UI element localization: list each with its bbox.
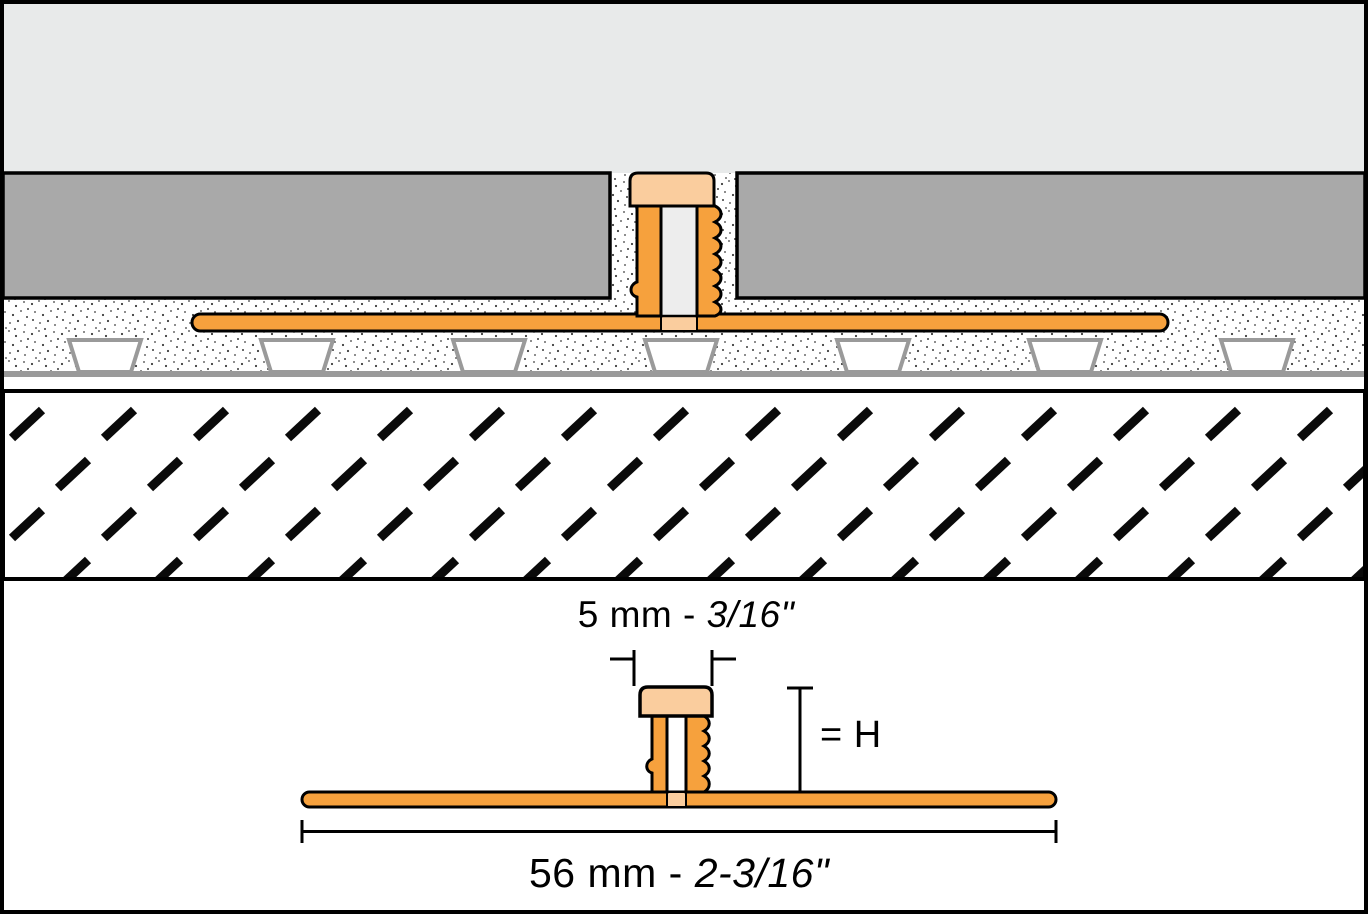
joint-width-tick-right	[710, 650, 736, 686]
substrate-hatched	[1, 389, 1367, 581]
height-dimension-line	[787, 686, 813, 796]
membrane-cavity	[450, 338, 528, 374]
membrane-cavity	[834, 338, 912, 374]
profile-left-wall	[629, 204, 663, 318]
height-dimension-label: = H	[820, 714, 882, 757]
membrane-base-line	[3, 371, 1365, 377]
overall-width-imperial-text: 2-3/16"	[694, 850, 830, 896]
dimensioned-profile-drawing	[300, 650, 1058, 843]
membrane-cavity	[258, 338, 336, 374]
overall-width-dimension-label: 56 mm - 2-3/16"	[529, 850, 829, 897]
joint-width-imperial-text: 3/16"	[706, 594, 795, 635]
height-text: = H	[820, 714, 882, 756]
joint-width-metric-text: 5 mm -	[577, 594, 707, 635]
profile-drawing-center-block	[666, 791, 687, 808]
profile-movement-insert	[659, 204, 699, 318]
overall-width-dimension-line	[300, 820, 1058, 843]
profile-drawing-cap	[638, 685, 714, 718]
installed-profile	[190, 171, 1170, 333]
membrane-cavity	[66, 338, 144, 374]
joint-width-tick-left	[610, 650, 636, 686]
profile-right-wall-ribbed	[695, 204, 723, 318]
tile-right	[735, 171, 1367, 300]
overall-width-metric-text: 56 mm -	[528, 850, 695, 896]
membrane-cavity	[642, 338, 720, 374]
space-above-assembly	[3, 3, 1365, 173]
profile-cap	[628, 171, 716, 208]
membrane-cavity	[1026, 338, 1104, 374]
profile-drawing-left-wall	[645, 714, 669, 794]
membrane-cavity	[1218, 338, 1296, 374]
profile-drawing-right-wall-ribbed	[684, 714, 711, 794]
joint-width-dimension-label: 5 mm - 3/16"	[578, 594, 795, 636]
tile-left	[1, 171, 612, 300]
